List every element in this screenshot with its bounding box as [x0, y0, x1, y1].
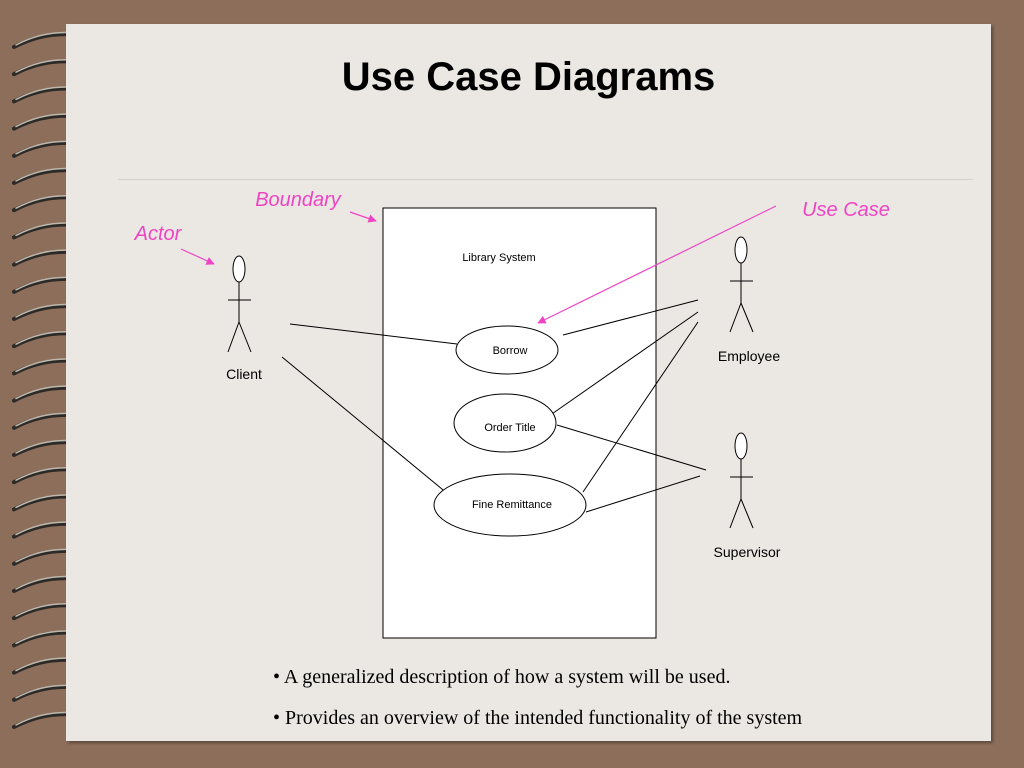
assoc-client-fine — [281, 356, 449, 495]
use-case-borrow-label: Borrow — [493, 345, 528, 357]
actor-supervisor-label: Supervisor — [714, 544, 781, 560]
assoc-client-borrow — [289, 323, 458, 345]
use-case-borrow — [455, 325, 559, 375]
system-name: Library System — [462, 252, 535, 264]
assoc-supervisor-order — [556, 424, 707, 471]
slide-title: Use Case Diagrams — [341, 55, 716, 99]
assoc-supervisor-fine — [585, 475, 701, 513]
assoc-employee-borrow — [562, 299, 699, 336]
annotation-actor: Actor — [134, 223, 183, 245]
use-case-fine-remittance-label: Fine Remittance — [472, 499, 552, 511]
annotation-boundary-arrow — [349, 211, 377, 223]
assoc-employee-order — [548, 311, 699, 417]
title-divider — [118, 179, 973, 180]
actor-employee-icon — [729, 236, 754, 333]
annotation-boundary: Boundary — [255, 189, 342, 211]
use-case-order-title-label: Order Title — [484, 422, 535, 434]
annotation-use-case-arrow — [537, 205, 777, 324]
bullet-2: • Provides an overview of the intended f… — [273, 707, 803, 729]
use-case-fine-remittance — [433, 473, 587, 537]
actor-client-label: Client — [226, 366, 262, 382]
assoc-employee-fine — [582, 321, 699, 493]
annotation-use-case: Use Case — [802, 199, 890, 221]
use-case-order-title — [453, 393, 557, 453]
bullet-1: • A generalized description of how a sys… — [273, 666, 731, 688]
actor-employee-label: Employee — [718, 348, 780, 364]
actor-supervisor-icon — [729, 432, 754, 529]
annotation-actor-arrow — [180, 248, 215, 265]
actor-client-icon — [227, 255, 252, 353]
